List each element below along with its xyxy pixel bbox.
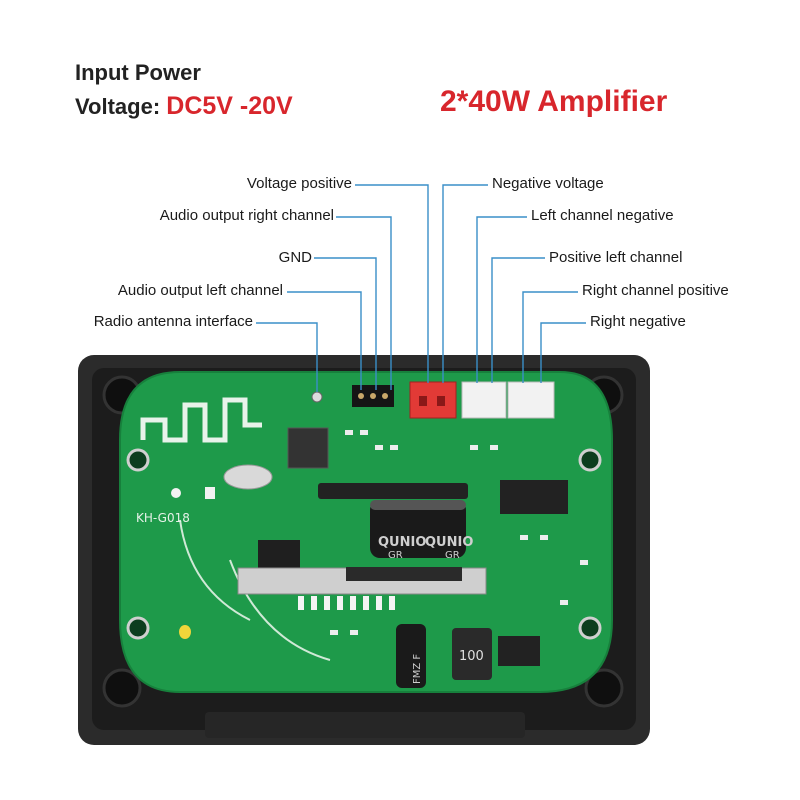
input-power-label: Input Power [75, 60, 201, 85]
svg-text:QUNIO: QUNIO [378, 535, 426, 550]
speaker-connector-left [461, 381, 507, 419]
label-audio-out-left: Audio output left channel [117, 282, 283, 299]
antenna-trace [140, 397, 262, 443]
svg-text:QUNIO: QUNIO [425, 535, 473, 550]
leader-audio-out-left [287, 291, 362, 390]
bt-chip [287, 427, 329, 469]
antenna-pad [311, 391, 323, 403]
leader-gnd [314, 257, 377, 390]
amplifier-title: 2*40W Amplifier [440, 85, 668, 118]
power-connector [409, 381, 457, 419]
leader-lines [256, 184, 586, 392]
leader-positive-left-channel [491, 257, 545, 383]
svg-text:100: 100 [459, 649, 484, 664]
svg-text:GR: GR [445, 550, 460, 561]
label-antenna: Radio antenna interface [93, 313, 253, 330]
small-capacitor: FMZ F [396, 624, 426, 688]
display-module [237, 567, 487, 595]
audio-out-header [352, 385, 394, 407]
leader-right-negative [540, 322, 586, 383]
label-negative-voltage: Negative voltage [492, 175, 604, 192]
label-voltage-positive: Voltage positive [246, 175, 352, 192]
leader-audio-out-right [336, 216, 392, 390]
voltage-value: DC5V -20V [166, 92, 293, 120]
label-left-channel-negative: Left channel negative [531, 207, 674, 224]
speaker-connector-right [507, 381, 555, 419]
voltage-prefix: Voltage: [75, 94, 161, 119]
leader-antenna [256, 322, 318, 392]
amp-ic-1 [500, 480, 568, 514]
label-right-negative: Right negative [590, 313, 686, 330]
svg-text:GR: GR [388, 550, 403, 561]
crystal [223, 464, 273, 490]
label-audio-out-right: Audio output right channel [159, 207, 334, 224]
pcb [119, 371, 613, 693]
model-silkscreen: KH-G018 [136, 511, 190, 525]
leader-left-channel-negative [476, 216, 527, 383]
svg-text:FMZ F: FMZ F [412, 654, 423, 684]
amp-ic-2 [498, 636, 540, 666]
voltage-line: Voltage: DC5V -20V [75, 92, 293, 121]
main-capacitor: QUNIO QUNIO GR GR [370, 500, 473, 561]
inductor: 100 [452, 628, 492, 680]
leader-negative-voltage [442, 184, 488, 383]
pcb-mount-holes [126, 448, 602, 640]
label-gnd: GND [278, 249, 312, 266]
label-right-channel-positive: Right channel positive [582, 282, 729, 299]
leader-right-channel-positive [522, 291, 578, 383]
leader-voltage-positive [355, 184, 429, 383]
pin-header [318, 483, 468, 499]
label-positive-left-channel: Positive left channel [549, 249, 683, 266]
